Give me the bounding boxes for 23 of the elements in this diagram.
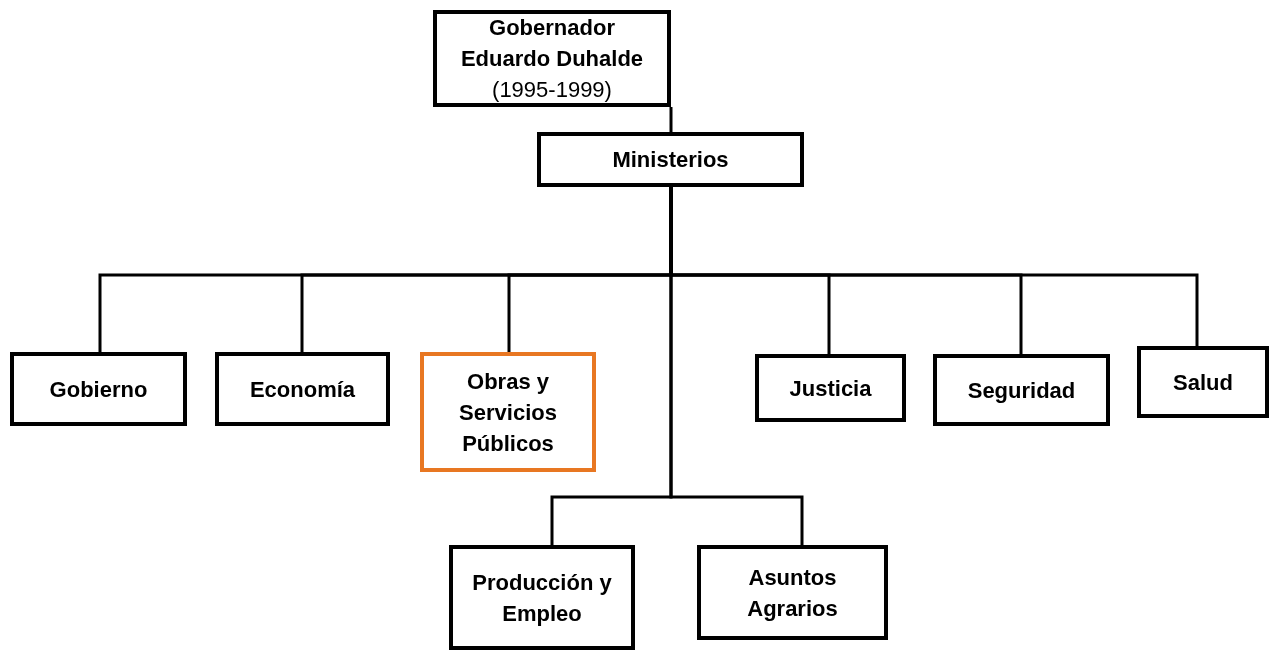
connector-line [669,187,804,545]
node-title: Gobierno [49,375,148,404]
ministry-box [755,354,906,422]
node-title: Justicia [789,374,872,403]
ministry-box [449,545,635,650]
connector-line [669,107,673,132]
ministry-box [10,352,187,426]
node-title: Ministerios [612,146,729,174]
ministries-box [537,132,804,187]
node-title: Seguridad [967,376,1076,405]
node-title: Economía [249,375,356,404]
ministry-box [1137,346,1269,418]
node-title: Asuntos Agrarios [746,563,839,623]
ministry-box [933,354,1110,426]
node-title: Obras y Servicios Públicos [458,367,558,458]
node-subtitle: (1995-1999) [492,76,612,104]
ministry-box [420,352,596,472]
node-title: Gobernador Eduardo Duhalde [459,14,645,73]
governor-box [433,10,671,107]
node-title: Salud [1173,368,1233,397]
node-title: Producción y Empleo [471,568,613,628]
ministry-box [697,545,888,640]
ministry-box [215,352,390,426]
